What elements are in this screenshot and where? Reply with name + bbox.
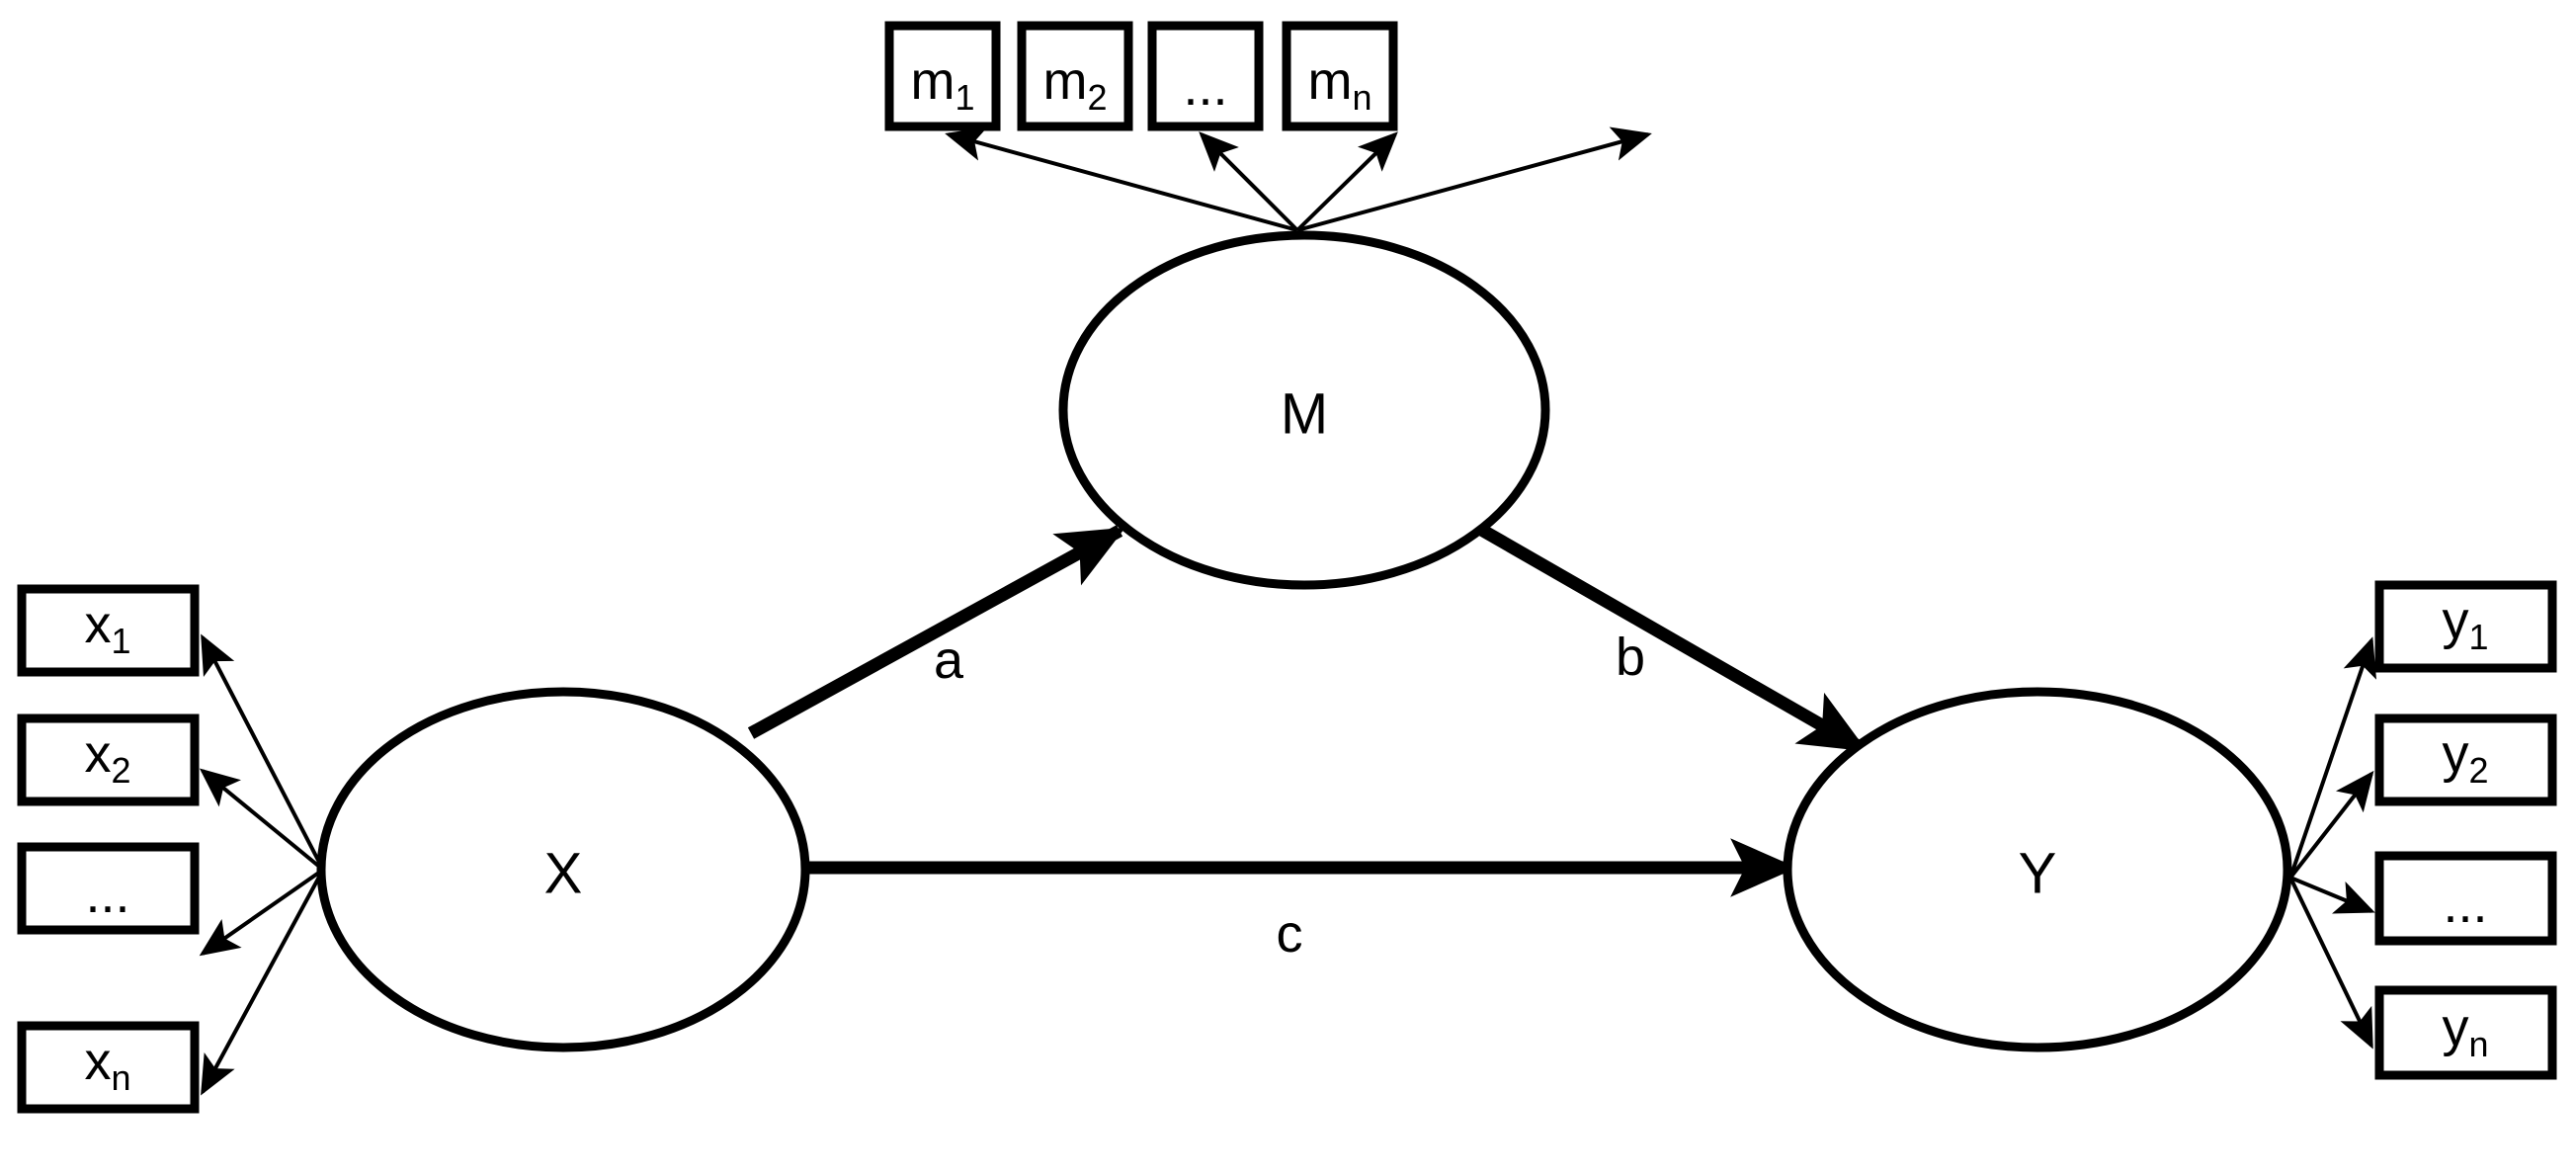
loading-arrows-m [945,126,1652,232]
indicator-box-x2[interactable] [17,714,200,806]
indicator-group-x: x1 x2 ... xn [17,584,200,1114]
path-label-a: a [934,630,964,690]
latent-node-y[interactable] [1783,687,2292,1052]
indicator-label-y2: y2 [2442,724,2488,791]
path-label-b: b [1616,628,1645,687]
indicator-box-x4[interactable] [17,1021,200,1114]
indicator-box-y2[interactable] [2374,714,2557,806]
indicator-group-y: y1 y2 ... yn [2374,580,2557,1080]
loading-arrow-x1 [201,633,325,871]
loading-arrow-y4 [2288,877,2373,1050]
loading-arrow-y1 [2288,636,2377,879]
indicator-label-x2: x2 [84,724,130,791]
latent-node-x[interactable] [316,687,810,1052]
loading-arrow-x3 [199,868,325,957]
loading-arrow-m3 [1295,131,1398,232]
indicator-box-x1[interactable] [17,584,200,677]
indicator-label-y4: yn [2442,998,2488,1064]
loading-arrow-y3 [2289,876,2375,914]
indicator-box-y1[interactable] [2374,580,2557,673]
loading-arrows-y [2288,636,2377,1050]
indicator-box-m4[interactable] [1282,21,1398,131]
indicator-label-m3: ... [1183,57,1227,117]
loading-arrow-y2 [2288,770,2374,880]
loading-arrow-m4 [1296,126,1652,232]
loading-arrow-x4 [201,869,325,1096]
indicator-label-x4: xn [84,1032,130,1098]
indicator-box-y4[interactable] [2374,985,2557,1080]
indicator-box-x3[interactable] [17,842,200,935]
path-label-c: c [1277,904,1303,964]
latent-label-y: Y [2019,842,2057,906]
indicator-box-m1[interactable] [884,21,1001,131]
indicator-box-m3[interactable] [1147,21,1264,131]
indicator-label-m1: m1 [910,51,974,118]
indicator-box-m2[interactable] [1017,21,1133,131]
loading-arrows-x [199,633,325,1096]
latent-label-m: M [1281,382,1328,447]
indicator-label-m2: m2 [1042,51,1107,118]
indicator-group-m: m1 m2 ... mn [884,21,1398,131]
indicator-label-y3: ... [2443,875,2487,934]
indicator-label-m4: mn [1307,51,1371,118]
indicator-label-x3: ... [85,865,129,924]
indicator-label-y1: y1 [2442,591,2488,657]
indicator-box-y3[interactable] [2374,851,2557,946]
path-a-arrow [747,525,1125,739]
latent-label-x: X [544,842,583,906]
path-b-arrow [1472,521,1868,754]
loading-arrow-m2 [1199,131,1299,232]
indicator-label-x1: x1 [84,595,130,661]
loading-arrow-m1 [945,126,1298,232]
latent-node-m[interactable] [1058,230,1550,590]
structural-paths [747,521,1868,897]
loading-arrow-x2 [199,768,325,872]
